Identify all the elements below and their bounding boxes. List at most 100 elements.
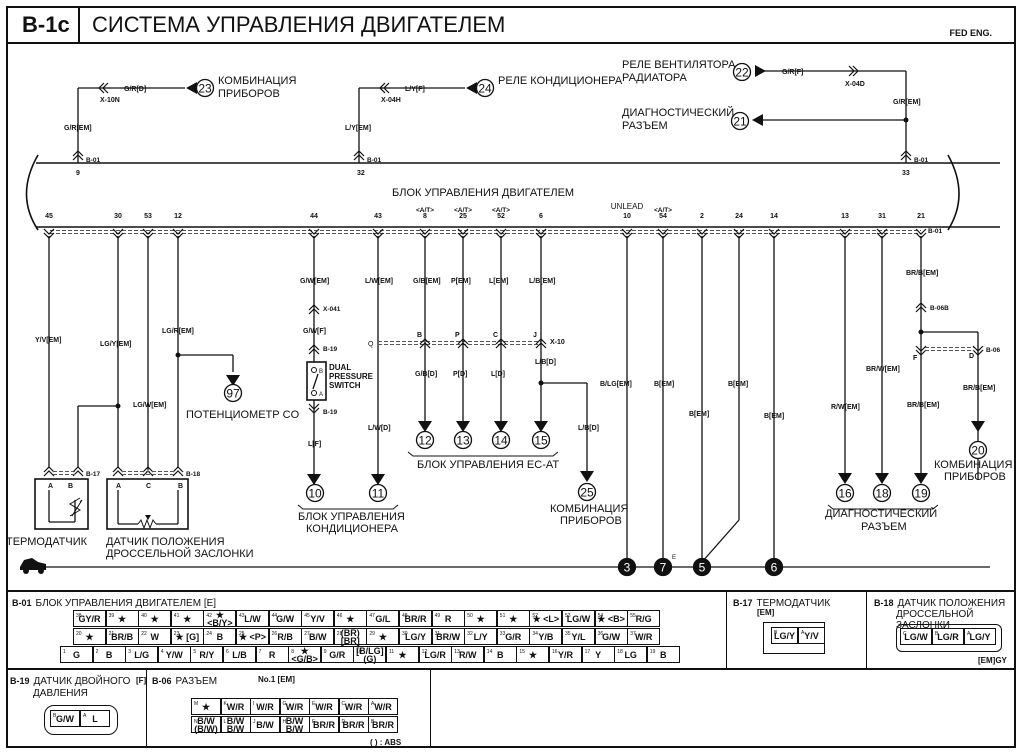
connector-icon xyxy=(98,82,109,94)
pin-wire-color: ★ xyxy=(509,613,518,624)
pin-number: 5 xyxy=(193,649,197,655)
arrow-down-icon xyxy=(875,473,889,484)
pin-wire-color: G xyxy=(72,649,80,660)
pin-wire-color: BR/R xyxy=(313,719,335,730)
connector-pin: 42★ <B/Y> xyxy=(203,610,237,627)
pin-wire-color: B xyxy=(105,649,113,660)
pin-number: 44 xyxy=(271,613,278,619)
pin-number: 6 xyxy=(226,649,229,655)
reference-21-number: 21 xyxy=(733,115,747,129)
pin-wire-color: BR/R xyxy=(372,719,394,730)
pin-wire-color: ★ xyxy=(183,613,192,624)
reference-22 xyxy=(732,62,752,82)
pin-letter: A xyxy=(48,483,53,490)
pin-wire-color: GY/R xyxy=(78,613,101,624)
destination-label: КОМБИНАЦИЯ xyxy=(550,503,628,515)
pin-number: N xyxy=(194,719,198,725)
reference-15 xyxy=(531,430,551,450)
pin-wire-color: ★ xyxy=(201,701,211,712)
arrow-down-icon xyxy=(418,421,432,432)
wire-color-label: B[EM] xyxy=(728,381,748,388)
pin-wire-color: W/R xyxy=(634,631,653,642)
arrow-down-icon xyxy=(534,421,548,432)
reference-12 xyxy=(415,430,435,450)
connector-icon xyxy=(172,466,184,477)
ground-point-6-number: 6 xyxy=(771,561,778,575)
pin-number: 6 xyxy=(539,213,543,220)
connector-label: B-06B xyxy=(930,305,949,312)
diag-label: РАЗЪЕМ xyxy=(861,521,907,533)
pin-wire-color: LG/W xyxy=(904,631,928,642)
destination-label: РАДИАТОРА xyxy=(622,72,688,84)
pin-tag: <A/T> xyxy=(454,207,472,214)
wire-color-label: G/B[EM] xyxy=(413,278,441,285)
reference-16-number: 16 xyxy=(838,487,852,501)
connector-icon xyxy=(900,150,912,161)
destination-label: ДИАГНОСТИЧЕСКИЙ xyxy=(622,106,734,119)
destination-label: ПРИБОРОВ xyxy=(218,88,280,100)
thermistor-icon xyxy=(69,497,83,517)
reference-12-number: 12 xyxy=(418,434,432,448)
page-title: СИСТЕМА УПРАВЛЕНИЯ ДВИГАТЕЛЕМ xyxy=(92,12,506,37)
pin-wire-color: ★ <G/B> xyxy=(291,645,318,664)
connector-pin: 29★ xyxy=(366,628,400,645)
ground-point-5 xyxy=(692,557,712,577)
connector-label: B-19 xyxy=(323,409,337,416)
ground-car-wheel xyxy=(23,568,29,574)
pin-wire-color: LG/Y xyxy=(404,631,426,642)
pin-wire-color: ★ xyxy=(150,613,159,624)
pin-number: 32 xyxy=(357,170,365,177)
reference-21 xyxy=(730,111,750,131)
pin-wire-color: LG xyxy=(624,649,637,660)
pin-number: A xyxy=(801,630,805,636)
wire-color-label: B[EM] xyxy=(764,413,784,420)
wire-color-label: L/B[D] xyxy=(578,425,599,432)
pin-wire-color: Y/B xyxy=(538,631,554,642)
wire-color-label: LG/R[EM] xyxy=(162,328,194,335)
title-bar xyxy=(6,6,1016,44)
connector-pin: 10[B/LG] (G) xyxy=(353,646,387,663)
pin-number: 32 xyxy=(467,631,473,637)
pin-number: C xyxy=(903,631,907,637)
connector-label: B-19 xyxy=(323,346,337,353)
connector-icon xyxy=(112,466,124,477)
ground-point-3-number: 3 xyxy=(624,561,631,575)
arrow-left-icon xyxy=(466,82,477,94)
connector-pin: 25★ <P> xyxy=(236,628,269,645)
switch-label: DUAL xyxy=(329,363,351,372)
title-divider xyxy=(78,6,80,44)
pin-number: 47 xyxy=(369,613,375,619)
pin-wire-color: Y xyxy=(595,649,602,660)
connector-icon xyxy=(379,82,390,94)
reference-15-number: 15 xyxy=(534,434,548,448)
reference-24-number: 24 xyxy=(478,82,492,96)
pin-number: 33 xyxy=(499,631,506,637)
pin-wire-color: R xyxy=(444,613,452,624)
connector-label: B-17 xyxy=(86,471,100,478)
pin-number: 31 xyxy=(878,213,886,220)
connector-icon xyxy=(972,345,984,356)
connector-pin: 54★ <B> xyxy=(594,610,628,627)
thermo-sensor-label: ТЕРМОДАТЧИК xyxy=(6,536,88,548)
wire-color-label: G/R[F] xyxy=(782,69,803,76)
pin-number: 43 xyxy=(374,213,382,220)
panel-b18-sub: [EM]GY xyxy=(978,656,1007,665)
connector-label: B-06 xyxy=(986,347,1000,354)
